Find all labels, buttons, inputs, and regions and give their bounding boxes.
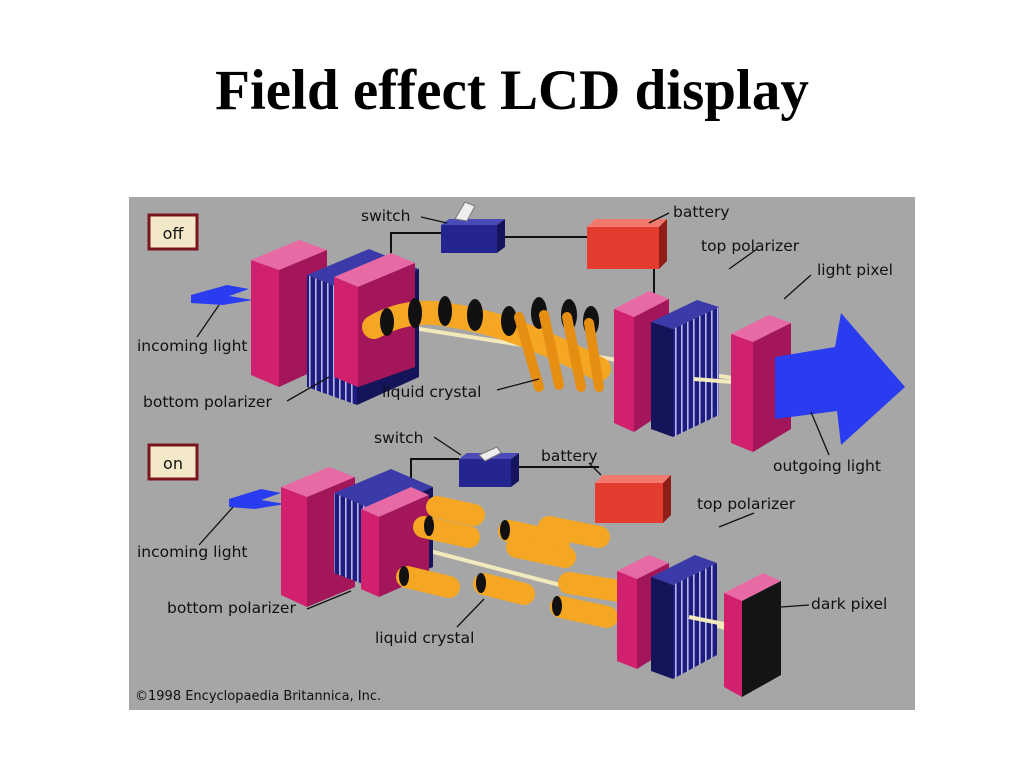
off-light-pixel-plate [731, 315, 791, 452]
off-incoming-light-arrow [191, 285, 253, 305]
on-top-polarizer-label: top polarizer [697, 495, 796, 513]
slide-title: Field effect LCD display [215, 59, 809, 122]
off-liquid-crystal-helix [362, 296, 611, 392]
off-battery-icon [587, 219, 667, 269]
off-outgoing-light-arrow [775, 313, 905, 445]
on-switch-label: switch [374, 429, 423, 447]
on-liquid-crystal-label: liquid crystal [375, 629, 474, 647]
on-dark-pixel-plate [724, 573, 781, 697]
off-liquid-crystal-label: liquid crystal [382, 383, 481, 401]
off-top-polarizer-label: top polarizer [701, 237, 800, 255]
on-incoming-light-arrow [229, 489, 285, 509]
on-switch-icon [459, 446, 519, 487]
on-state-badge: on [147, 443, 199, 481]
off-state-label: off [163, 224, 185, 243]
off-panel: off [137, 201, 905, 475]
off-switch-label: switch [361, 207, 410, 225]
copyright-notice: ©1998 Encyclopaedia Britannica, Inc. [135, 689, 381, 704]
on-state-label: on [163, 454, 183, 473]
diagram-background [129, 197, 915, 710]
lcd-diagram: off [129, 197, 915, 710]
on-battery-icon [595, 475, 671, 523]
on-top-polarizer [651, 555, 717, 679]
on-liquid-crystal-molecules [396, 496, 630, 628]
off-battery-label: battery [673, 203, 730, 221]
off-bottom-polarizer-label: bottom polarizer [143, 393, 272, 411]
on-panel: on [137, 429, 887, 697]
off-top-polarizer [651, 300, 719, 437]
on-dark-pixel-label: dark pixel [811, 595, 887, 613]
on-bottom-polarizer-label: bottom polarizer [167, 599, 296, 617]
on-incoming-light-label: incoming light [137, 543, 247, 561]
off-switch-icon [441, 201, 505, 253]
off-outgoing-light-label: outgoing light [773, 457, 881, 475]
off-state-badge: off [147, 213, 199, 251]
off-light-pixel-label: light pixel [817, 261, 893, 279]
on-battery-label: battery [541, 447, 598, 465]
off-incoming-light-label: incoming light [137, 337, 247, 355]
